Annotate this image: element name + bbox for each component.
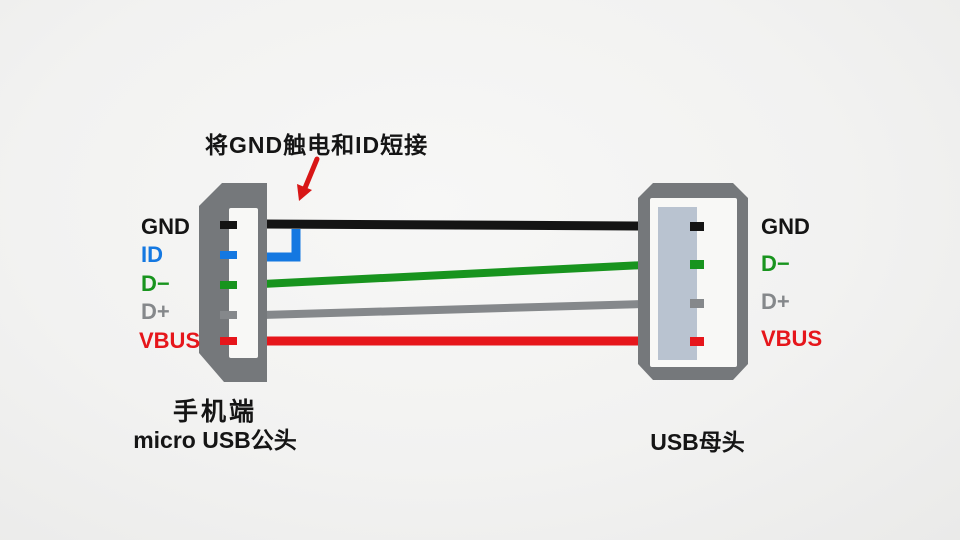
left-connector-caption: 手机端 micro USB公头 xyxy=(120,397,310,453)
left-label-gnd: GND xyxy=(141,214,190,239)
left-pin-gnd xyxy=(220,221,237,229)
right-label-vbus: VBUS xyxy=(761,326,822,351)
annotation-arrow-shaft xyxy=(302,156,320,191)
left-caption-line2: micro USB公头 xyxy=(133,427,297,453)
left-pin-vbus xyxy=(220,337,237,345)
right-label-dplus: D+ xyxy=(761,289,790,314)
left-pin-dplus xyxy=(220,311,237,319)
annotation-arrow-head xyxy=(297,184,312,201)
micro-usb-connector-slot xyxy=(229,208,258,358)
short-gnd-id-annotation: 将GND触电和ID短接 xyxy=(205,132,429,158)
left-label-dminus: D− xyxy=(141,271,170,296)
left-label-vbus: VBUS xyxy=(139,328,200,353)
right-pin-gnd xyxy=(690,222,704,231)
left-pin-dminus xyxy=(220,281,237,289)
left-caption-line1: 手机端 xyxy=(172,398,257,426)
left-label-dplus: D+ xyxy=(141,299,170,324)
right-pin-dminus xyxy=(690,260,704,269)
left-label-id: ID xyxy=(141,242,163,267)
usb-connector-tongue xyxy=(658,207,697,360)
right-pin-vbus xyxy=(690,337,704,346)
right-connector-caption: USB母头 xyxy=(650,429,745,455)
dplus-wire xyxy=(261,300,645,319)
id-jumper-wire xyxy=(263,229,301,262)
right-label-gnd: GND xyxy=(761,214,810,239)
gnd-wire xyxy=(261,219,645,231)
dminus-wire xyxy=(261,261,645,288)
right-label-dminus: D− xyxy=(761,251,790,276)
right-pin-dplus xyxy=(690,299,704,308)
left-pin-id xyxy=(220,251,237,259)
